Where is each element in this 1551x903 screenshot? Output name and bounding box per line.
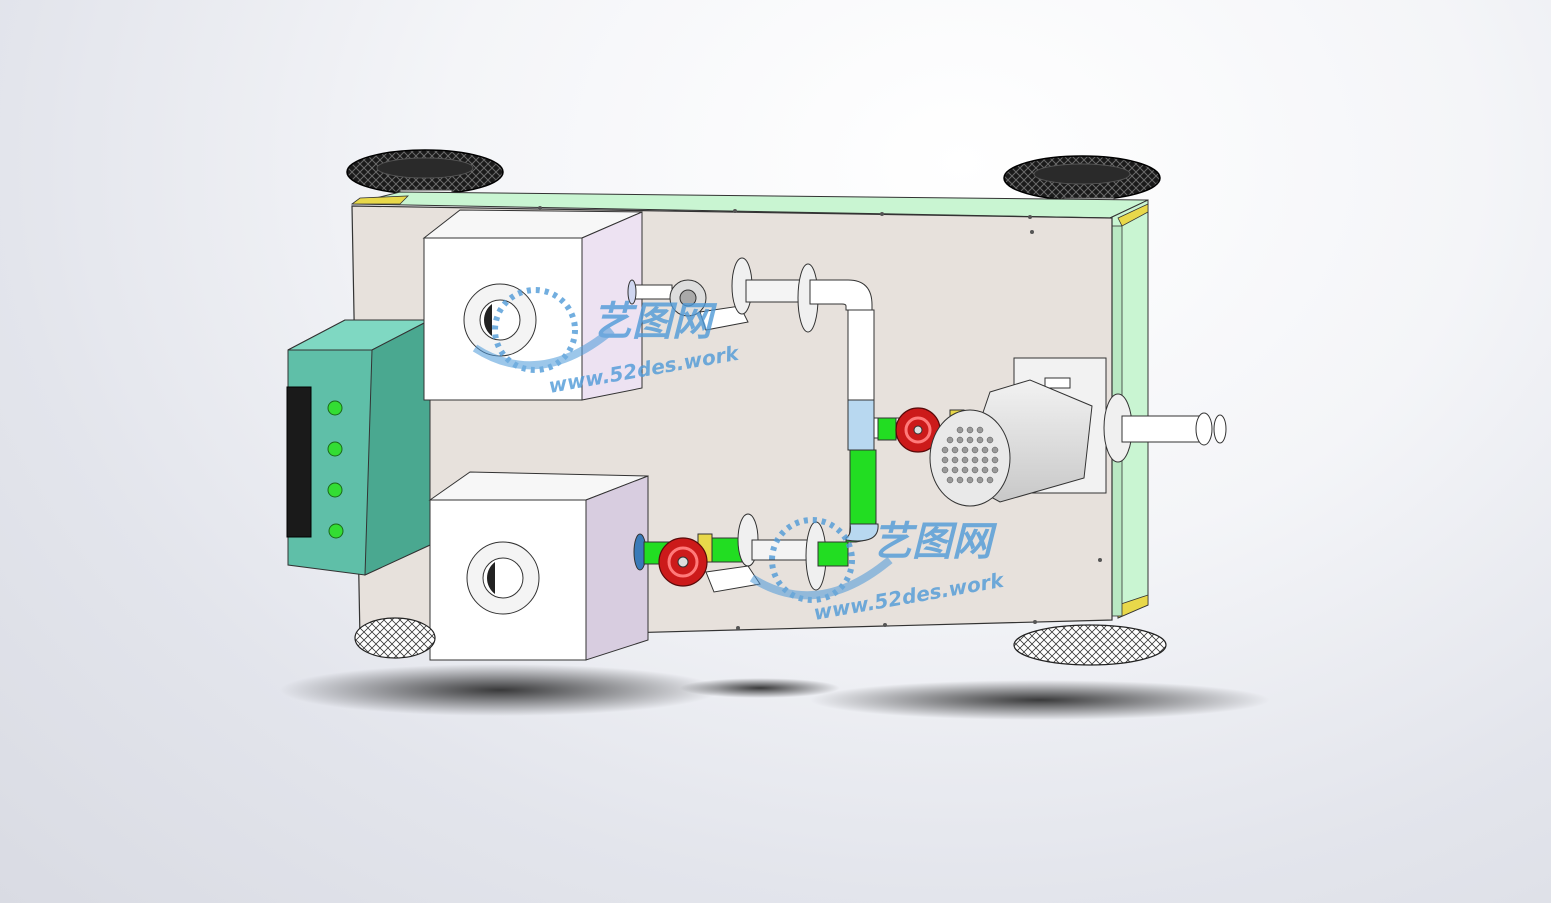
display-window: [286, 386, 312, 538]
watermark-title-2: 艺图网: [872, 519, 998, 565]
pump-motor: [929, 357, 1227, 507]
front-right-wheel: [1013, 624, 1167, 666]
upper-pipeline: [627, 257, 915, 527]
front-left-wheel: [354, 617, 436, 659]
lower-tank: [428, 471, 649, 661]
control-box: [286, 319, 431, 576]
lower-pipeline: [633, 513, 879, 593]
ground-shadow: [280, 664, 1270, 720]
upper-tank: [422, 209, 643, 401]
rear-left-wheel: [346, 149, 504, 205]
watermark-logo-1: 艺图网 www.52des.work: [472, 287, 742, 398]
indicator-lights: [327, 400, 344, 539]
watermark-title-1: 艺图网: [592, 299, 718, 345]
valve-handle-lower: [658, 537, 708, 587]
